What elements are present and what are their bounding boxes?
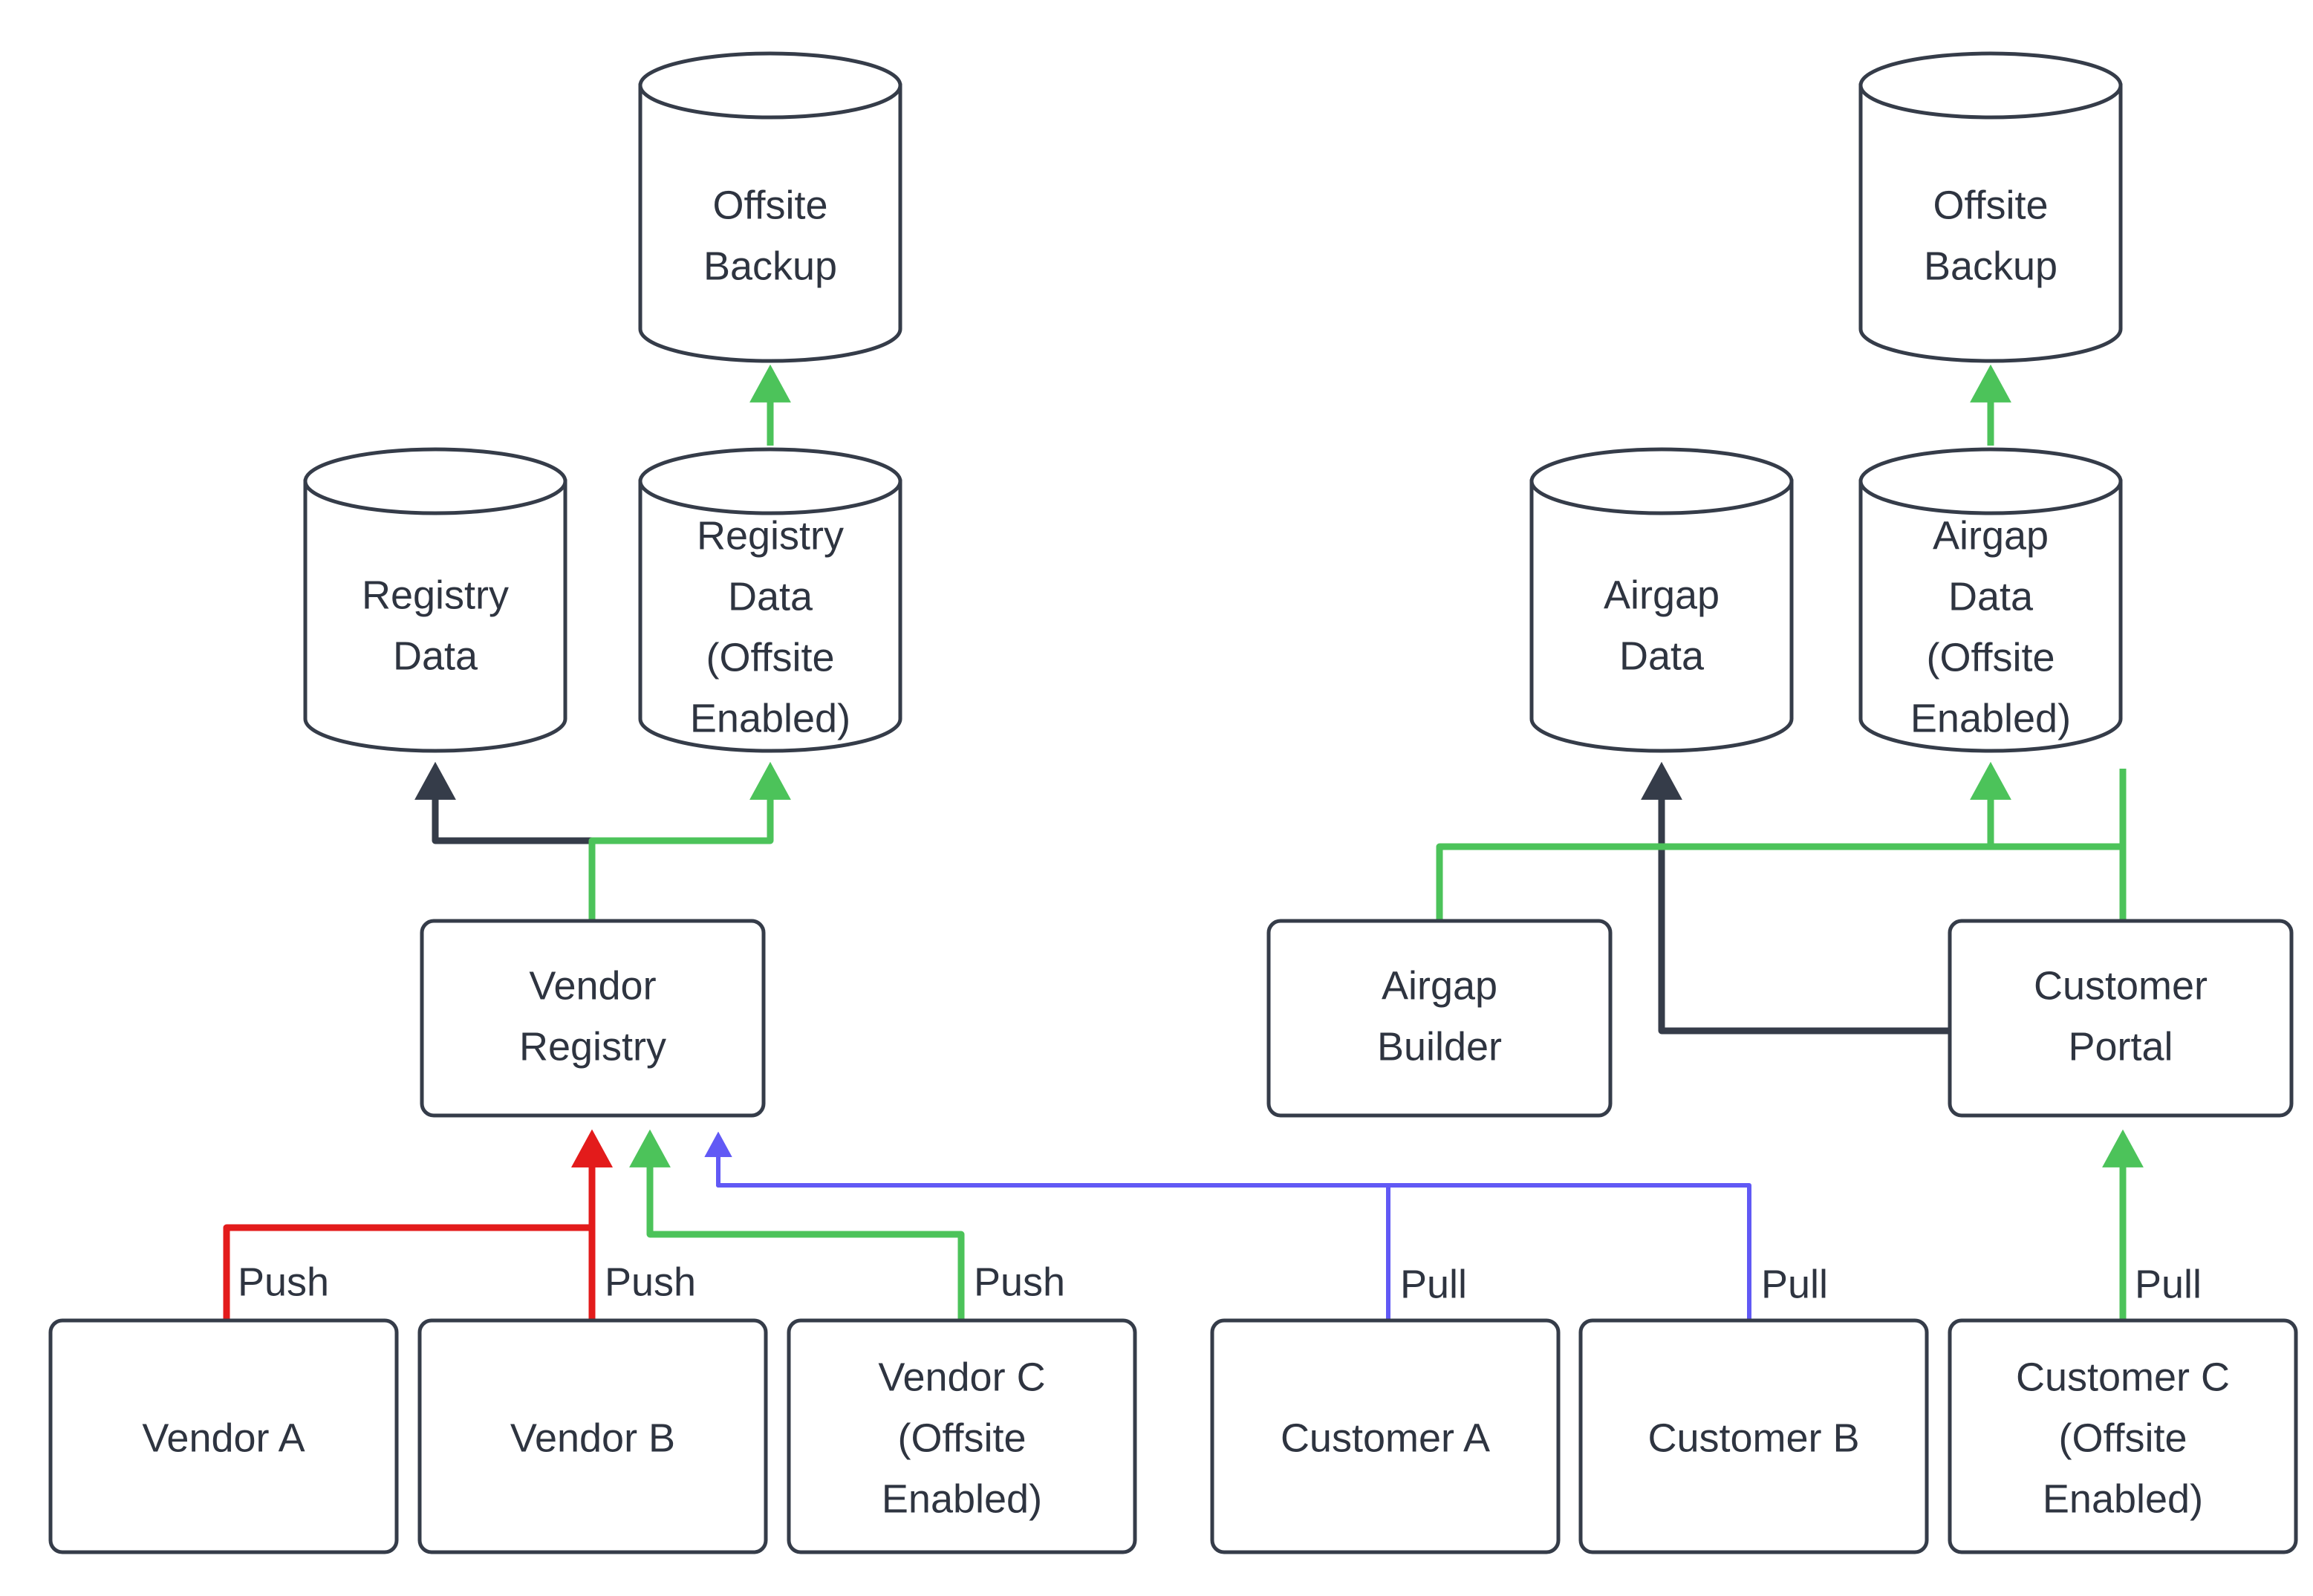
- node-registry-data[interactable]: Registry Data: [303, 447, 567, 753]
- customer-c-line2: (Offsite: [2058, 1416, 2187, 1460]
- vendor-b-label: Vendor B: [510, 1416, 675, 1460]
- node-customer-portal[interactable]: Customer Portal: [1948, 919, 2294, 1118]
- edge-label-vendor-b-push: Push: [605, 1260, 696, 1304]
- edge-vendor-c-push: [629, 1129, 965, 1320]
- offsite-backup-right-line1: Offsite: [1933, 183, 2048, 227]
- vendor-c-line1: Vendor C: [878, 1355, 1045, 1399]
- airgap-data-offsite-line2: Data: [1948, 574, 2034, 619]
- registry-data-offsite-line2: Data: [728, 574, 813, 619]
- registry-data-line2: Data: [393, 633, 478, 678]
- vendor-registry-line2: Registry: [519, 1024, 666, 1069]
- vendor-c-line3: Enabled): [882, 1476, 1042, 1521]
- customer-b-label: Customer B: [1647, 1416, 1859, 1460]
- node-vendor-b[interactable]: Vendor B: [417, 1318, 768, 1554]
- airgap-builder-line1: Airgap: [1382, 963, 1497, 1008]
- edge-label-vendor-c-push: Push: [974, 1260, 1065, 1304]
- airgap-builder-line2: Builder: [1377, 1024, 1502, 1069]
- airgap-data-offsite-line1: Airgap: [1933, 513, 2049, 558]
- node-airgap-data-offsite[interactable]: Airgap Data (Offsite Enabled): [1858, 447, 2123, 753]
- registry-data-line1: Registry: [362, 573, 509, 617]
- edge-vendor-registry-to-registry-data: [414, 761, 596, 921]
- node-airgap-builder[interactable]: Airgap Builder: [1266, 919, 1613, 1118]
- node-airgap-data[interactable]: Airgap Data: [1529, 447, 1794, 753]
- edge-vendor-registry-to-registry-data-offsite: [588, 761, 791, 921]
- edge-label-vendor-a-push: Push: [238, 1260, 329, 1304]
- registry-data-offsite-line4: Enabled): [690, 696, 850, 740]
- registry-data-offsite-line1: Registry: [697, 513, 844, 558]
- node-vendor-a[interactable]: Vendor A: [48, 1318, 399, 1554]
- node-customer-b[interactable]: Customer B: [1578, 1318, 1929, 1554]
- airgap-data-offsite-line3: (Offsite: [1926, 635, 2055, 680]
- vendor-c-line2: (Offsite: [897, 1416, 1026, 1460]
- vendor-registry-line1: Vendor: [529, 963, 656, 1008]
- edge-customer-portal-to-airgap-offsite: [1970, 761, 2127, 921]
- edge-customer-portal-to-airgap-data: [1641, 761, 1950, 1035]
- node-offsite-backup-left[interactable]: Offsite Backup: [638, 51, 902, 363]
- node-registry-data-offsite[interactable]: Registry Data (Offsite Enabled): [638, 447, 902, 753]
- offsite-backup-left-line2: Backup: [703, 244, 837, 288]
- node-vendor-registry[interactable]: Vendor Registry: [420, 919, 766, 1118]
- airgap-data-line2: Data: [1619, 633, 1705, 678]
- offsite-backup-right-line2: Backup: [1924, 244, 2057, 288]
- edge-airgap-builder-to-airgap-offsite: [1436, 769, 2127, 921]
- edge-label-customer-a-pull: Pull: [1400, 1262, 1467, 1306]
- customer-a-label: Customer A: [1281, 1416, 1490, 1460]
- customer-portal-line1: Customer: [2034, 963, 2208, 1008]
- node-customer-c[interactable]: Customer C (Offsite Enabled): [1948, 1318, 2298, 1554]
- node-offsite-backup-right[interactable]: Offsite Backup: [1858, 51, 2123, 363]
- offsite-backup-left-line1: Offsite: [712, 183, 827, 227]
- customer-c-line3: Enabled): [2043, 1476, 2203, 1521]
- edge-customer-b-pull: [704, 1131, 1751, 1320]
- edge-label-customer-b-pull: Pull: [1761, 1262, 1828, 1306]
- vendor-a-label: Vendor A: [142, 1416, 305, 1460]
- edge-label-customer-c-pull: Pull: [2135, 1262, 2202, 1306]
- airgap-data-line1: Airgap: [1604, 573, 1720, 617]
- customer-portal-line2: Portal: [2068, 1024, 2173, 1069]
- node-vendor-c[interactable]: Vendor C (Offsite Enabled): [787, 1318, 1137, 1554]
- registry-data-offsite-line3: (Offsite: [706, 635, 834, 680]
- node-customer-a[interactable]: Customer A: [1210, 1318, 1561, 1554]
- airgap-data-offsite-line4: Enabled): [1910, 696, 2071, 740]
- customer-c-line1: Customer C: [2016, 1355, 2230, 1399]
